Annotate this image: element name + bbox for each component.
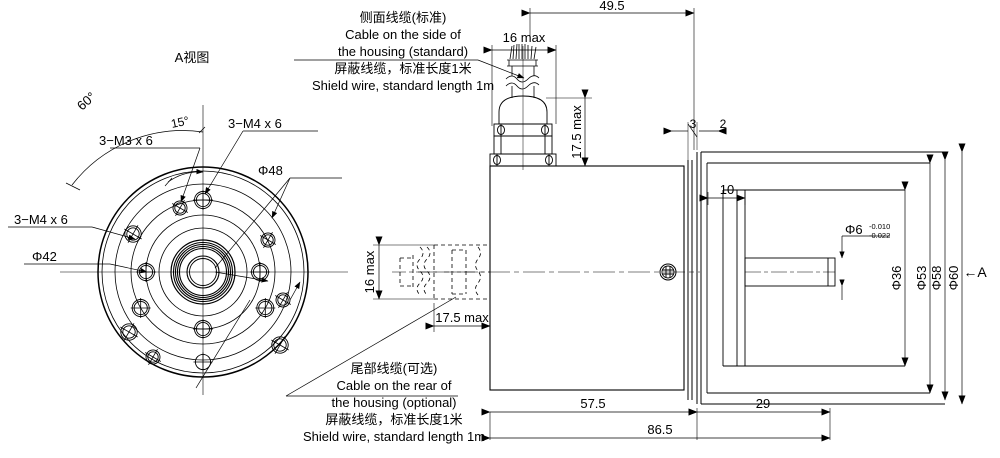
hub-ring-2 bbox=[174, 243, 232, 301]
body-screw-icon bbox=[659, 263, 677, 281]
side-cable-note-line3: the housing (standard) bbox=[338, 44, 468, 59]
dim-gland-height-label: 17.5 max bbox=[569, 105, 584, 159]
side-cable-note: 侧面线缆(标准) Cable on the side of the housin… bbox=[312, 10, 494, 93]
side-cable-note-line4: 屏蔽线缆，标准长度1米 bbox=[334, 61, 471, 76]
center-bore-outer bbox=[186, 255, 220, 289]
dim-rear-cable-length-label: 17.5 max bbox=[435, 310, 489, 325]
dim-49-5 bbox=[521, 8, 695, 150]
front-view-leaders bbox=[8, 130, 342, 389]
side-cable-note-line2: Cable on the side of bbox=[345, 27, 461, 42]
angle-60-arc bbox=[65, 126, 206, 191]
thread-m4-top-label: 3−M4 x 6 bbox=[228, 116, 282, 131]
dim-phi58-label: Φ58 bbox=[929, 266, 944, 291]
dim-3-label: 3 bbox=[690, 117, 697, 131]
dim-gland-width-label: 16 max bbox=[503, 30, 546, 45]
side-cable-note-line1: 侧面线缆(标准) bbox=[360, 10, 447, 25]
hub-ring-4 bbox=[178, 247, 228, 297]
view-a-title: A视图 bbox=[175, 50, 210, 65]
rear-cable-note-line2: Cable on the rear of bbox=[337, 378, 452, 393]
dim-rear-cable-width-label: 16 max bbox=[362, 250, 377, 293]
dim-10 bbox=[699, 192, 746, 205]
rear-cable-note-line3: the housing (optional) bbox=[331, 395, 456, 410]
dim-phi60-label: Φ60 bbox=[946, 266, 961, 291]
dim-bottom-group bbox=[481, 408, 831, 442]
dim-2-label: 2 bbox=[720, 117, 727, 131]
flange-circle-44 bbox=[158, 227, 248, 317]
dim-29-label: 29 bbox=[756, 396, 770, 411]
dim-rear-cable-width bbox=[373, 236, 434, 300]
rear-cable-note-line1: 尾部线缆(可选) bbox=[351, 361, 438, 376]
thread-m4-left-label: 3−M4 x 6 bbox=[14, 212, 68, 227]
rear-cable-note: 尾部线缆(可选) Cable on the rear of the housin… bbox=[303, 361, 485, 444]
dim-10-label: 10 bbox=[720, 182, 734, 197]
hub-ring-3 bbox=[176, 245, 230, 299]
front-view-labels: A视图 60° 15° 3−M3 x 6 3−M4 x 6 Φ48 3−M4 x… bbox=[14, 50, 283, 264]
dim-gland-height bbox=[546, 89, 592, 167]
dim-phi6-tol-upper: -0.010 bbox=[869, 222, 890, 231]
front-view-centerlines bbox=[60, 105, 348, 395]
hub-ring-1 bbox=[172, 241, 234, 303]
dim-flange-3-2 bbox=[663, 122, 727, 160]
dim-phi53-label: Φ53 bbox=[914, 266, 929, 291]
dim-49-5-label: 49.5 bbox=[599, 0, 624, 13]
dim-57-5-label: 57.5 bbox=[580, 396, 605, 411]
dim-shaft-dia-leader bbox=[839, 235, 890, 300]
dim-diameter-labels: Φ36 Φ53 Φ58 Φ60 bbox=[889, 266, 961, 291]
rear-cable-note-line5: Shield wire, standard length 1m bbox=[303, 429, 485, 444]
output-shaft bbox=[744, 257, 836, 287]
rear-cable-leader bbox=[285, 296, 458, 397]
dim-phi36-label: Φ36 bbox=[889, 266, 904, 291]
dia-42-label: Φ42 bbox=[32, 249, 57, 264]
side-cable-leader bbox=[294, 59, 525, 79]
dim-rear-cable-length bbox=[425, 303, 491, 332]
thread-m3-label: 3−M3 x 6 bbox=[99, 133, 153, 148]
angle-15-arc bbox=[164, 168, 204, 187]
main-body-group bbox=[418, 151, 945, 405]
dim-phi6-tol-lower: -0.022 bbox=[869, 231, 890, 240]
dim-bottom-labels: 57.5 29 86.5 bbox=[580, 396, 770, 437]
rear-cable-optional bbox=[399, 244, 490, 300]
rear-cable-note-line4: 屏蔽线缆，标准长度1米 bbox=[325, 412, 462, 427]
view-arrow-a-label: ←A bbox=[963, 264, 987, 280]
flange-plates bbox=[683, 152, 702, 404]
side-cable-note-line5: Shield wire, standard length 1m bbox=[312, 78, 494, 93]
dia-48-label: Φ48 bbox=[258, 163, 283, 178]
tapped-holes-outer bbox=[130, 190, 276, 318]
dim-86-5-label: 86.5 bbox=[647, 422, 672, 437]
dim-gland-width bbox=[483, 45, 557, 126]
cable-break-lines bbox=[505, 66, 540, 98]
dim-phi6-label: Φ6 bbox=[845, 222, 863, 237]
angle-15-label: 15° bbox=[170, 113, 191, 131]
cable-gland-group bbox=[489, 43, 557, 170]
dim-shaft-dia: Φ6 -0.010 -0.022 bbox=[845, 222, 890, 240]
tapped-holes-mid bbox=[136, 262, 270, 372]
dim-diameters-vertical bbox=[901, 143, 966, 405]
front-view-group bbox=[8, 105, 348, 395]
hub-outer bbox=[170, 239, 236, 305]
